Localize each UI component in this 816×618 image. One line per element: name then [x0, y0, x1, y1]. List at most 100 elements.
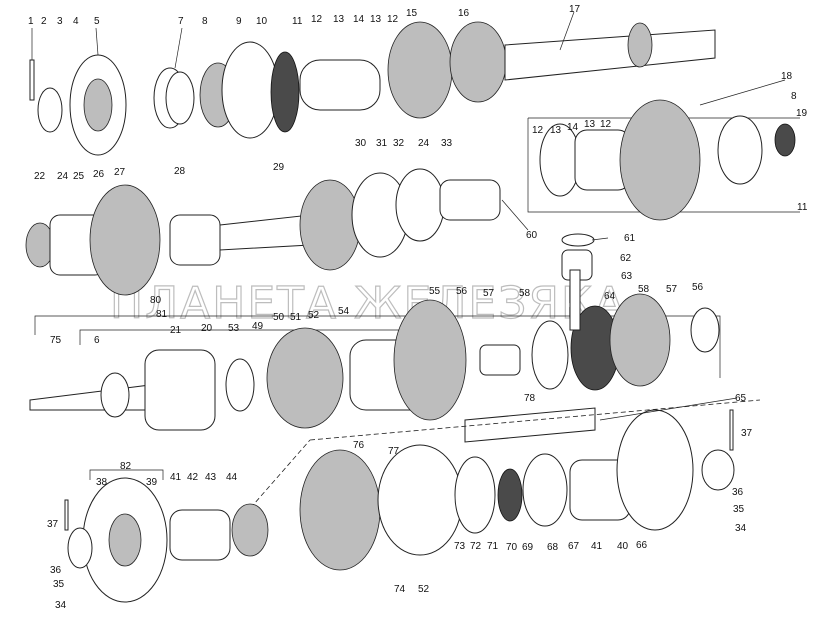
callout-62: 62 — [620, 253, 632, 264]
cover-subassembly-82 — [64, 469, 269, 603]
callout-56: 56 — [456, 286, 468, 297]
callout-37b: 37 — [47, 519, 59, 530]
callout-13d: 13 — [584, 119, 596, 130]
callout-52b: 52 — [418, 584, 430, 595]
callout-67: 67 — [568, 541, 580, 552]
callout-41b: 41 — [591, 541, 603, 552]
callout-15: 15 — [406, 8, 418, 19]
callout-13a: 13 — [333, 14, 345, 25]
callout-73: 73 — [454, 541, 466, 552]
callout-58b: 58 — [638, 284, 650, 295]
callout-82: 82 — [120, 461, 132, 472]
callout-54: 54 — [338, 306, 350, 317]
callout-7: 7 — [178, 16, 184, 27]
callout-35: 35 — [53, 579, 65, 590]
callout-30: 30 — [355, 138, 367, 149]
callout-69: 69 — [522, 542, 534, 553]
callout-2: 2 — [41, 16, 47, 27]
callout-36b: 36 — [732, 487, 744, 498]
callout-35b: 35 — [733, 504, 745, 515]
callout-14c: 14 — [567, 122, 579, 133]
callout-58: 58 — [519, 288, 531, 299]
callout-71: 71 — [487, 541, 499, 552]
leader-lines — [31, 11, 786, 421]
callout-26: 26 — [93, 169, 105, 180]
callout-1: 1 — [28, 16, 34, 27]
callout-12d: 12 — [600, 119, 612, 130]
callout-68: 68 — [547, 542, 559, 553]
callout-25: 25 — [73, 171, 85, 182]
callout-80: 80 — [150, 295, 162, 306]
callout-9: 9 — [236, 16, 242, 27]
callout-11b: 11 — [797, 202, 808, 213]
callout-81: 81 — [156, 309, 168, 320]
callout-labels: 1 2 3 4 5 7 8 9 10 11 12 13 14 13 12 15 … — [28, 4, 808, 611]
callout-21: 21 — [170, 325, 182, 336]
watermark-text: ПЛАНЕТА ЖЕЛЕЗЯКА — [110, 278, 626, 329]
callout-14a: 14 — [353, 14, 365, 25]
callout-16: 16 — [458, 8, 470, 19]
callout-29: 29 — [273, 162, 285, 173]
bracket-81 — [79, 329, 400, 345]
callout-39: 39 — [146, 477, 158, 488]
callout-33: 33 — [441, 138, 453, 149]
callout-53: 53 — [228, 323, 240, 334]
callout-6: 6 — [94, 335, 100, 346]
main-shaft-assembly — [29, 233, 720, 431]
callout-13c: 13 — [550, 125, 562, 136]
callout-65: 65 — [735, 393, 747, 404]
callout-32: 32 — [393, 138, 405, 149]
callout-41: 41 — [170, 472, 182, 483]
callout-51: 51 — [290, 312, 302, 323]
callout-19: 19 — [796, 108, 808, 119]
callout-8b: 8 — [791, 91, 797, 102]
right-gear-subassembly — [527, 99, 800, 221]
callout-18: 18 — [781, 71, 793, 82]
callout-64: 64 — [604, 291, 616, 302]
callout-56b: 56 — [692, 282, 704, 293]
callout-52: 52 — [308, 310, 320, 321]
callout-77: 77 — [388, 446, 400, 457]
callout-50: 50 — [273, 312, 285, 323]
callout-57: 57 — [483, 288, 495, 299]
callout-76: 76 — [353, 440, 365, 451]
top-shaft-assembly — [29, 21, 716, 156]
callout-57b: 57 — [666, 284, 678, 295]
callout-44: 44 — [226, 472, 238, 483]
callout-42: 42 — [187, 472, 199, 483]
callout-61: 61 — [624, 233, 636, 244]
callout-34: 34 — [55, 600, 67, 611]
shaft-65 — [464, 407, 596, 443]
callout-70: 70 — [506, 542, 518, 553]
callout-10: 10 — [256, 16, 268, 27]
callout-60: 60 — [526, 230, 538, 241]
callout-13b: 13 — [370, 14, 382, 25]
callout-49: 49 — [252, 321, 264, 332]
differential-assembly — [299, 409, 735, 571]
callout-31: 31 — [376, 138, 388, 149]
callout-43: 43 — [205, 472, 217, 483]
callout-72: 72 — [470, 541, 482, 552]
callout-4: 4 — [73, 16, 79, 27]
callout-38: 38 — [96, 477, 108, 488]
callout-3: 3 — [57, 16, 63, 27]
callout-22: 22 — [34, 171, 46, 182]
callout-20: 20 — [201, 323, 213, 334]
callout-17: 17 — [569, 4, 581, 15]
callout-75: 75 — [50, 335, 62, 346]
callout-11: 11 — [292, 16, 303, 27]
callout-37: 37 — [741, 428, 753, 439]
callout-66: 66 — [636, 540, 648, 551]
callout-8: 8 — [202, 16, 208, 27]
callout-74: 74 — [394, 584, 406, 595]
callout-5: 5 — [94, 16, 100, 27]
callout-40: 40 — [617, 541, 629, 552]
callout-34b: 34 — [735, 523, 747, 534]
callout-24b: 24 — [418, 138, 430, 149]
callout-36: 36 — [50, 565, 62, 576]
callout-63: 63 — [621, 271, 633, 282]
callout-12a: 12 — [311, 14, 323, 25]
callout-28: 28 — [174, 166, 186, 177]
callout-27: 27 — [114, 167, 126, 178]
